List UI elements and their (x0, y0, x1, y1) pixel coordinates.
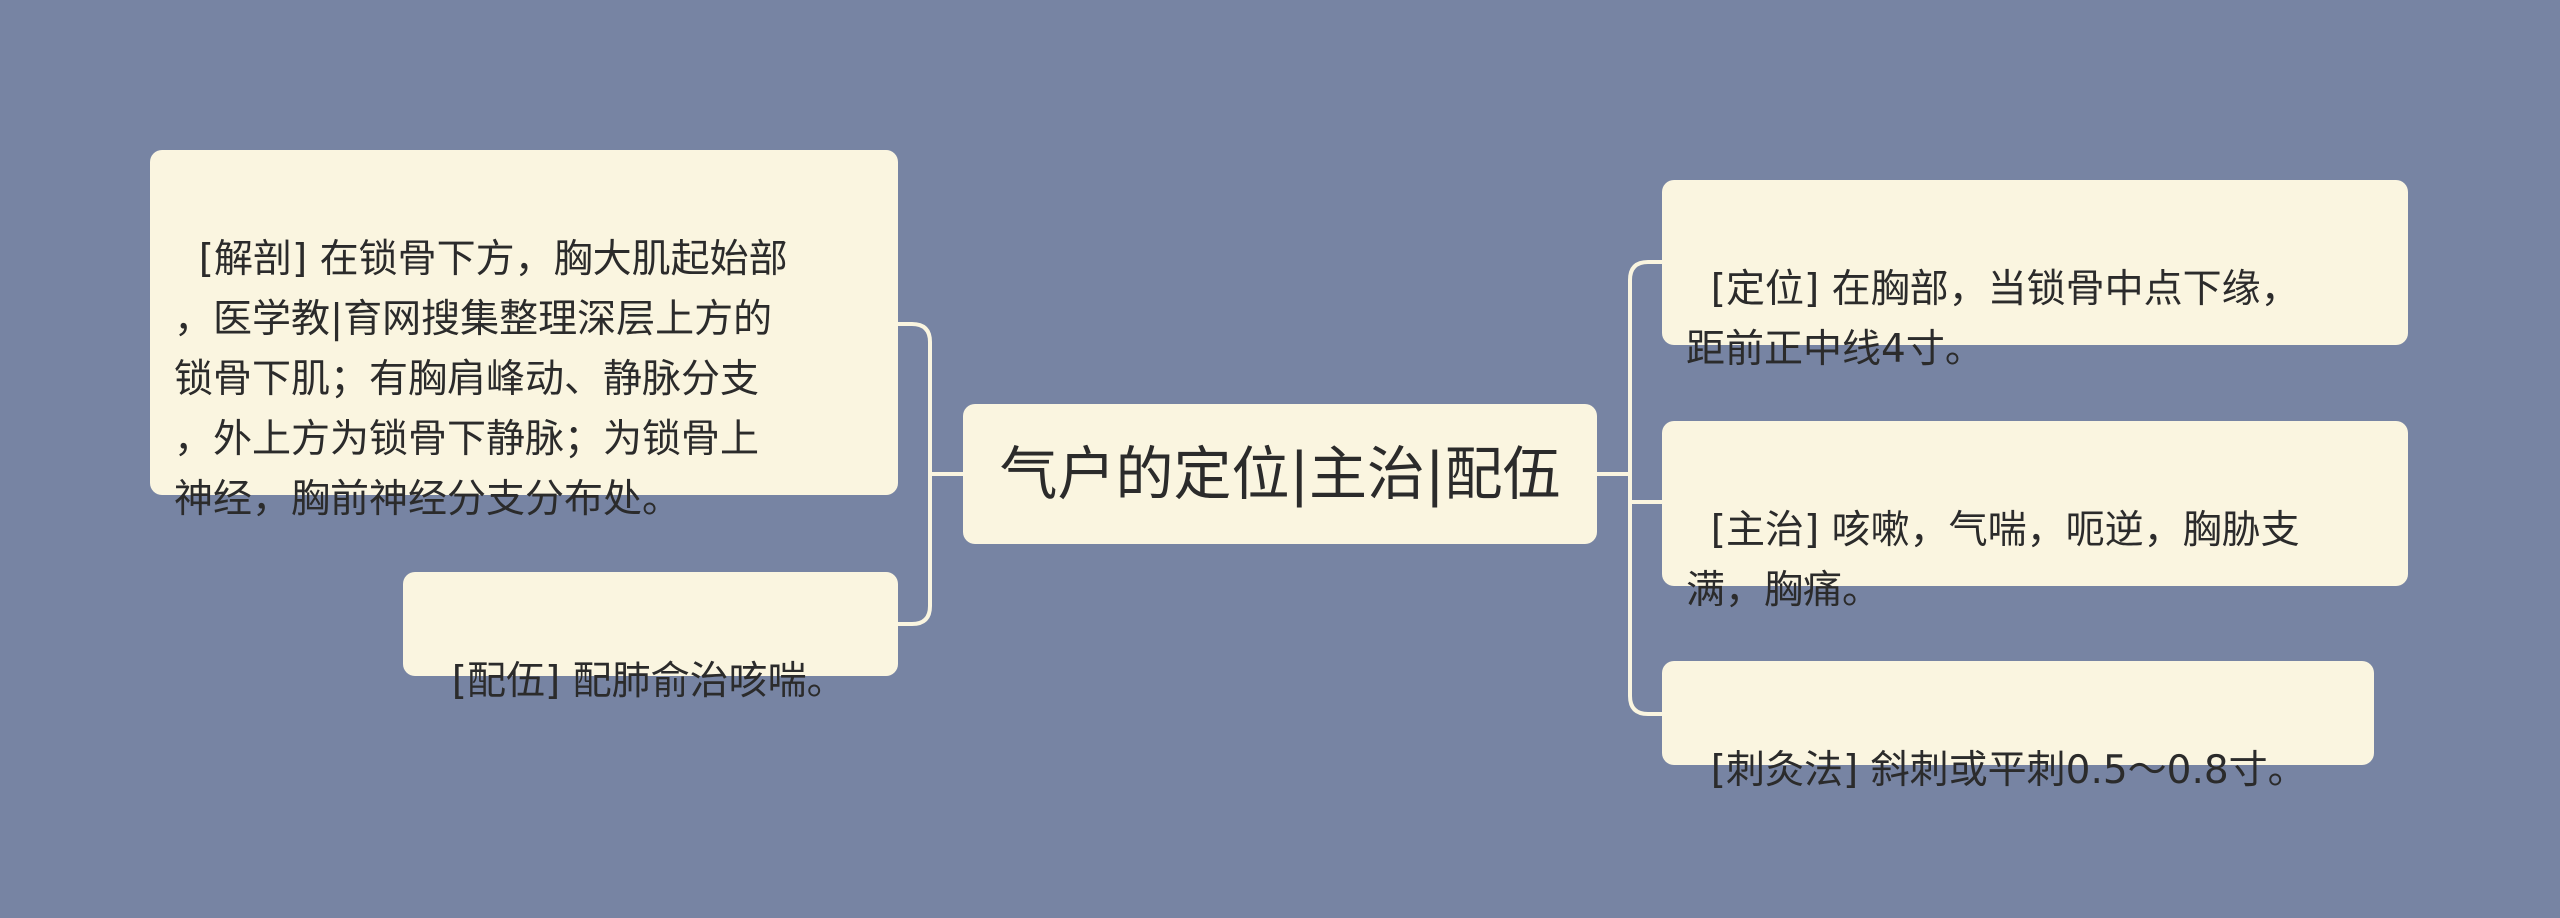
topic-indication-text: [主治] 咳嗽，气喘，呃逆，胸胁支 满，胸痛。 (1686, 508, 2300, 613)
topic-combination-text: [配伍] 配肺俞治咳喘。 (451, 659, 846, 704)
topic-anatomy[interactable]: [解剖] 在锁骨下方，胸大肌起始部 ，医学教|育网搜集整理深层上方的 锁骨下肌；… (150, 150, 898, 522)
connector-right-location (1628, 260, 1662, 474)
connector-right-method (1628, 474, 1662, 716)
topic-indication[interactable]: [主治] 咳嗽，气喘，呃逆，胸胁支 满，胸痛。 (1662, 421, 2408, 613)
central-topic[interactable]: 气户的定位|主治|配伍 (963, 404, 1597, 544)
connector-right-indication (1628, 474, 1662, 504)
topic-combination[interactable]: [配伍] 配肺俞治咳喘。 (403, 572, 898, 704)
topic-needling-method-text: [刺灸法] 斜刺或平刺0.5～0.8寸。 (1710, 748, 2307, 793)
topic-location[interactable]: [定位] 在胸部，当锁骨中点下缘， 距前正中线4寸。 (1662, 180, 2408, 372)
connector-left-combination (898, 474, 932, 626)
topic-anatomy-text: [解剖] 在锁骨下方，胸大肌起始部 ，医学教|育网搜集整理深层上方的 锁骨下肌；… (174, 237, 788, 522)
central-topic-label: 气户的定位|主治|配伍 (999, 440, 1561, 508)
topic-needling-method[interactable]: [刺灸法] 斜刺或平刺0.5～0.8寸。 (1662, 661, 2374, 793)
connector-left-anatomy (898, 322, 932, 474)
topic-location-text: [定位] 在胸部，当锁骨中点下缘， 距前正中线4寸。 (1686, 267, 2300, 372)
